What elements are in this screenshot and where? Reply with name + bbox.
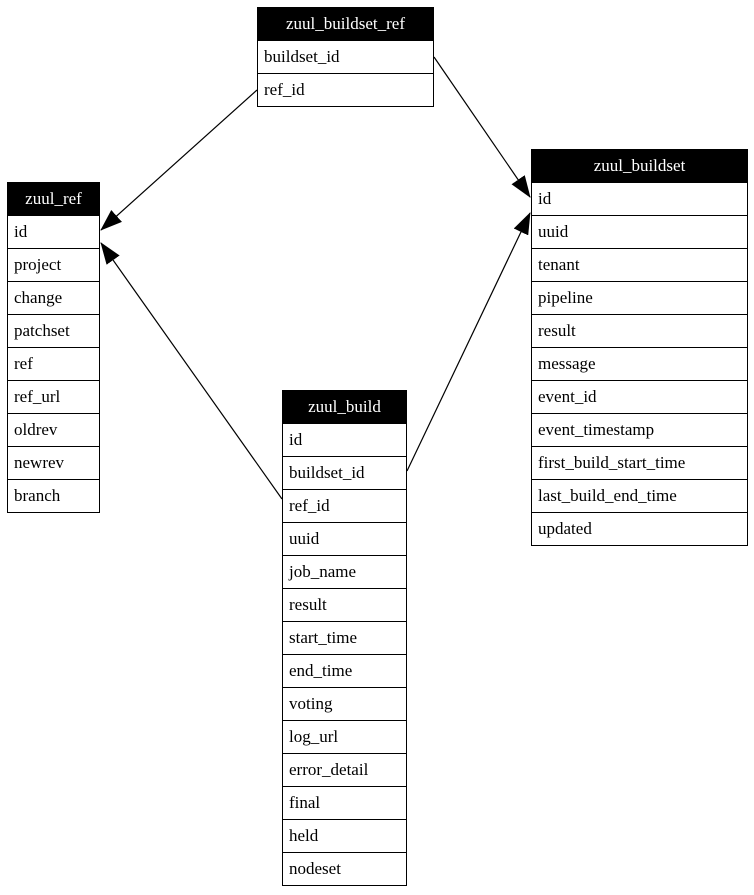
table-row: message bbox=[532, 347, 747, 380]
table-row: result bbox=[532, 314, 747, 347]
table-row: log_url bbox=[283, 720, 406, 753]
table-row: start_time bbox=[283, 621, 406, 654]
table-row: nodeset bbox=[283, 852, 406, 885]
table-row: tenant bbox=[532, 248, 747, 281]
table-row: ref_id bbox=[283, 489, 406, 522]
table-zuul-ref: zuul_ref id project change patchset ref … bbox=[7, 182, 100, 513]
table-title: zuul_buildset bbox=[532, 150, 747, 182]
table-row: last_build_end_time bbox=[532, 479, 747, 512]
table-row: buildset_id bbox=[283, 456, 406, 489]
table-title: zuul_buildset_ref bbox=[258, 8, 433, 40]
table-row: oldrev bbox=[8, 413, 99, 446]
table-zuul-build: zuul_build id buildset_id ref_id uuid jo… bbox=[282, 390, 407, 886]
edge-zuul-buildset-ref-buildsetid-to-zuul-buildset-id bbox=[433, 56, 531, 198]
table-row: uuid bbox=[283, 522, 406, 555]
table-row: id bbox=[283, 423, 406, 456]
table-row: first_build_start_time bbox=[532, 446, 747, 479]
table-title: zuul_build bbox=[283, 391, 406, 423]
table-row: ref_url bbox=[8, 380, 99, 413]
table-row: pipeline bbox=[532, 281, 747, 314]
table-row: branch bbox=[8, 479, 99, 512]
table-row: held bbox=[283, 819, 406, 852]
table-title: zuul_ref bbox=[8, 183, 99, 215]
table-row: event_id bbox=[532, 380, 747, 413]
table-row: error_detail bbox=[283, 753, 406, 786]
table-row: buildset_id bbox=[258, 40, 433, 73]
table-row: patchset bbox=[8, 314, 99, 347]
table-row: id bbox=[8, 215, 99, 248]
edge-zuul-build-refid-to-zuul-ref-id bbox=[100, 242, 283, 500]
table-row: newrev bbox=[8, 446, 99, 479]
table-row: updated bbox=[532, 512, 747, 545]
table-row: id bbox=[532, 182, 747, 215]
table-row: end_time bbox=[283, 654, 406, 687]
table-row: change bbox=[8, 281, 99, 314]
edge-zuul-buildset-ref-refid-to-zuul-ref-id bbox=[100, 89, 258, 231]
table-row: project bbox=[8, 248, 99, 281]
table-row: voting bbox=[283, 687, 406, 720]
table-zuul-buildset-ref: zuul_buildset_ref buildset_id ref_id bbox=[257, 7, 434, 107]
table-row: job_name bbox=[283, 555, 406, 588]
table-row: ref bbox=[8, 347, 99, 380]
table-row: final bbox=[283, 786, 406, 819]
table-row: result bbox=[283, 588, 406, 621]
table-row: ref_id bbox=[258, 73, 433, 106]
table-row: event_timestamp bbox=[532, 413, 747, 446]
table-zuul-buildset: zuul_buildset id uuid tenant pipeline re… bbox=[531, 149, 748, 546]
table-row: uuid bbox=[532, 215, 747, 248]
edge-zuul-build-buildsetid-to-zuul-buildset-id bbox=[406, 212, 531, 472]
